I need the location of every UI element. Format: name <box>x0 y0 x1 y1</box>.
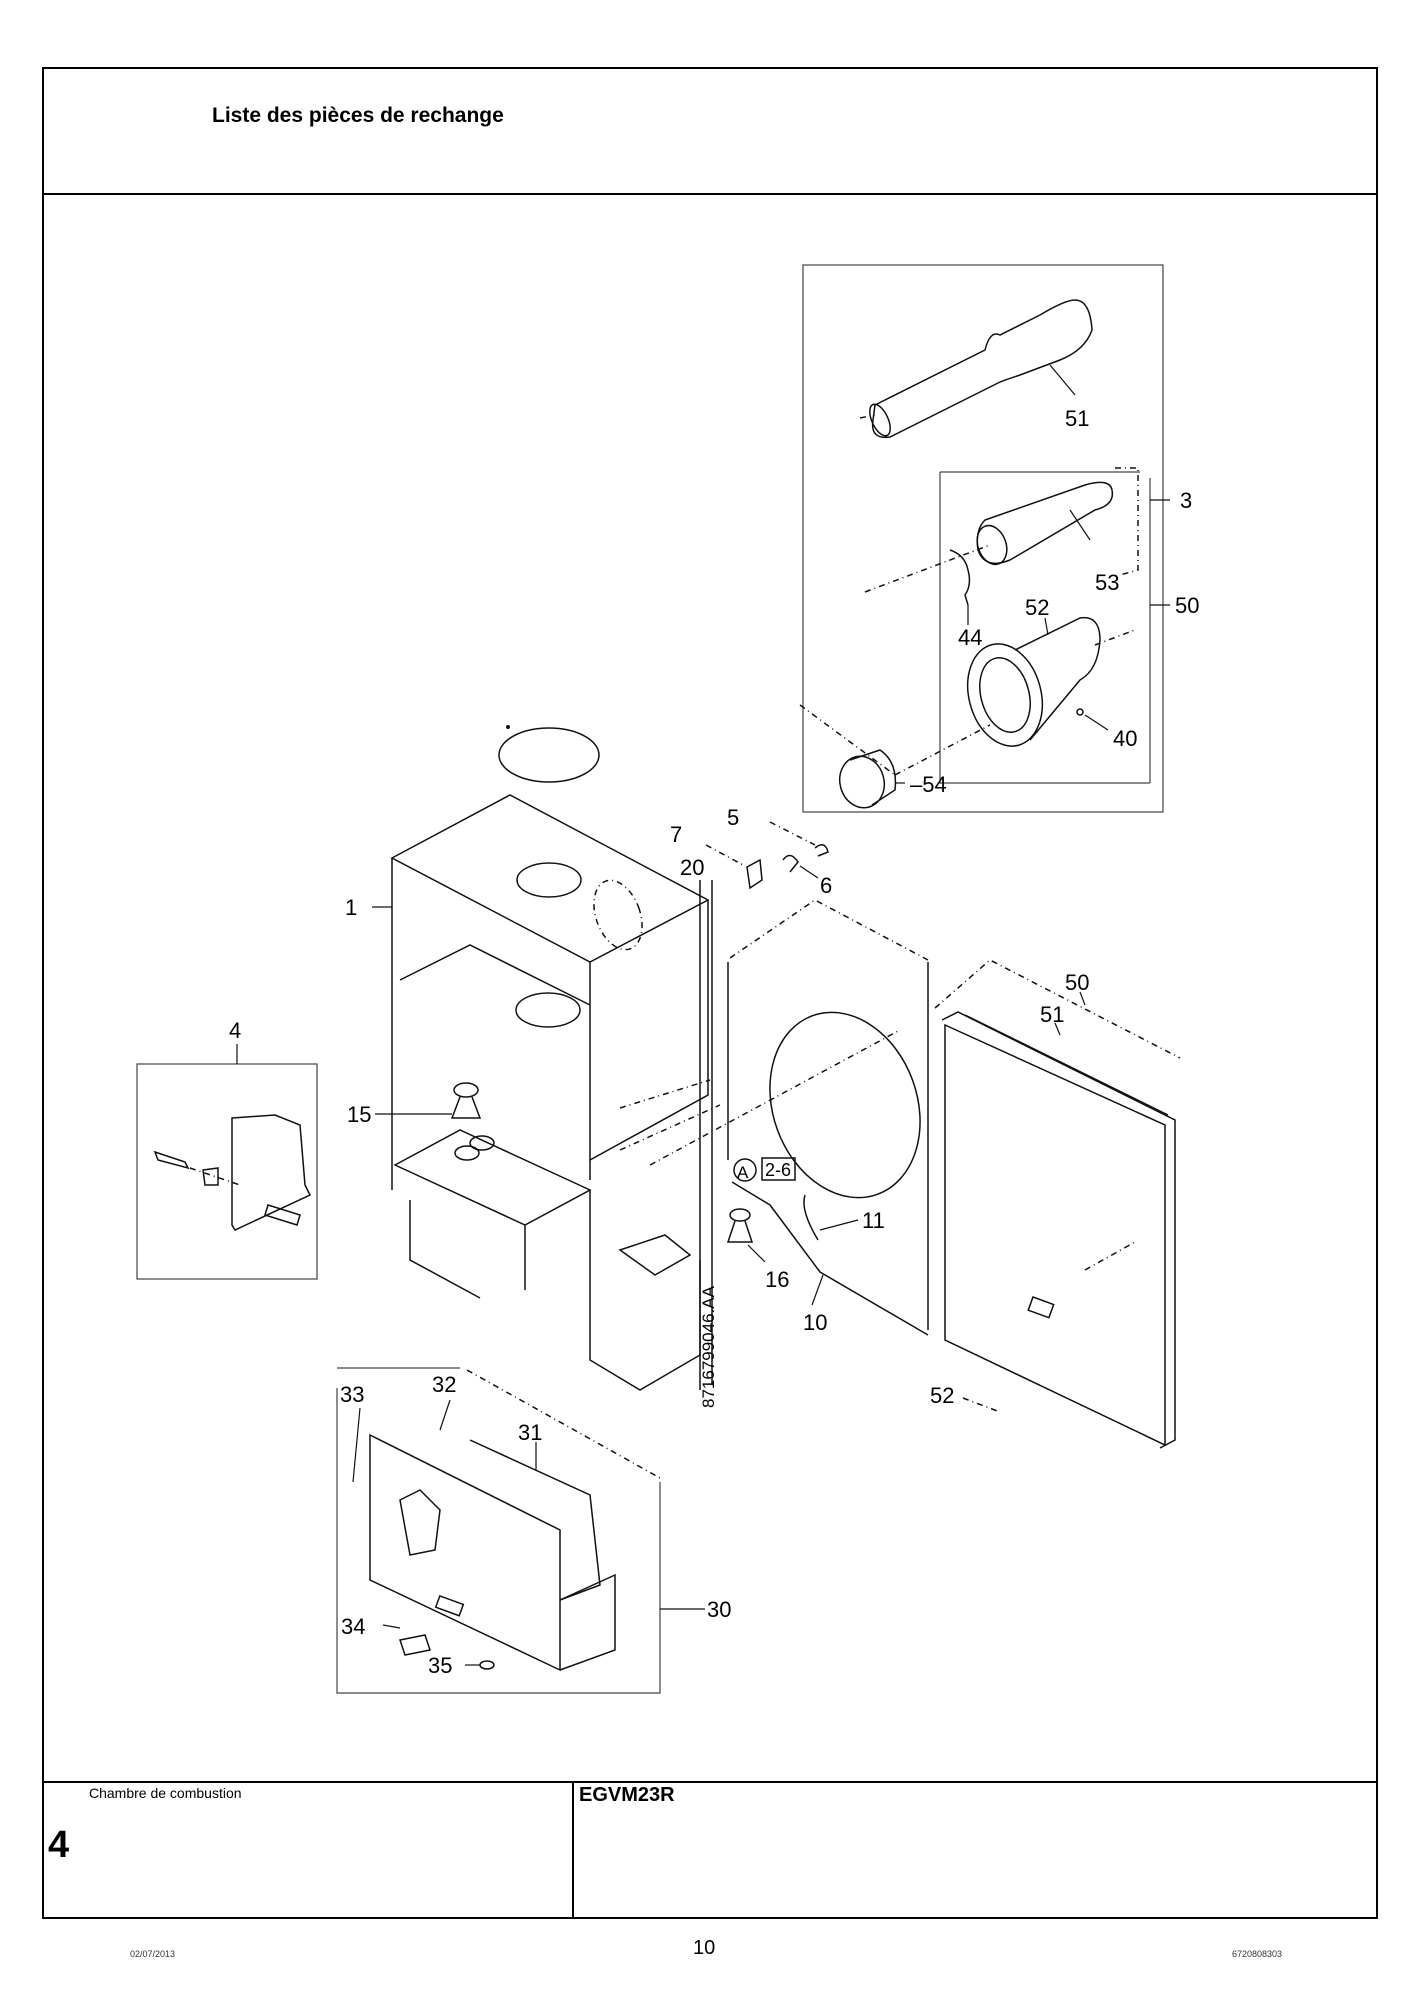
chamber-body-part <box>390 794 721 1391</box>
page-frame <box>42 67 1378 1919</box>
front-panel-10-part <box>649 899 929 1336</box>
label-32: 32 <box>432 1372 456 1397</box>
grommet-15-part <box>450 1082 482 1119</box>
label-50-right: 50 <box>1175 593 1199 618</box>
page-title: Liste des pièces de rechange <box>212 104 504 127</box>
section-name: Chambre de combustion <box>89 1785 242 1801</box>
flange-tube-part <box>966 616 1101 747</box>
label-40: 40 <box>1113 726 1137 751</box>
reference-callout: A 2-6 <box>733 1157 796 1182</box>
cover-panel-part <box>934 959 1181 1449</box>
label-51: 51 <box>1065 406 1089 431</box>
clip-part <box>949 549 971 606</box>
label-54: –54 <box>910 772 947 797</box>
label-30: 30 <box>707 1597 731 1622</box>
document-code: 6720808303 <box>1232 1949 1283 1959</box>
burner-assembly-frame <box>336 1388 661 1694</box>
label-3: 3 <box>1180 488 1192 513</box>
flue-assembly-group: 51 3 50 53 44 52 40 <box>799 264 1199 813</box>
flue-tube-part <box>859 299 1093 439</box>
footer-column-divider <box>572 1781 574 1919</box>
electrode-assembly-frame <box>136 1063 318 1280</box>
label-1: 1 <box>345 895 357 920</box>
section-number: 4 <box>48 1824 70 1866</box>
print-date: 02/07/2013 <box>130 1949 176 1959</box>
label-7: 7 <box>670 822 682 847</box>
end-cap-part <box>838 749 897 809</box>
callout-letter: A <box>737 1163 749 1182</box>
label-31: 31 <box>518 1420 542 1445</box>
label-5: 5 <box>727 805 739 830</box>
label-15: 15 <box>347 1102 371 1127</box>
header-divider <box>42 193 1378 195</box>
top-cover-disk-part <box>498 725 600 783</box>
label-34: 34 <box>341 1614 365 1639</box>
label-6: 6 <box>820 873 832 898</box>
label-52-bottom: 52 <box>930 1383 954 1408</box>
page-number: 10 <box>693 1937 716 1959</box>
label-50-top: 50 <box>1065 970 1089 995</box>
label-16: 16 <box>765 1267 789 1292</box>
label-33: 33 <box>340 1382 364 1407</box>
label-11: 11 <box>862 1208 885 1233</box>
footer-divider <box>42 1781 1378 1783</box>
label-52-top: 52 <box>1025 595 1049 620</box>
label-35: 35 <box>428 1653 452 1678</box>
grommet-16-part <box>726 1208 754 1243</box>
callout-range: 2-6 <box>765 1160 791 1180</box>
label-10: 10 <box>803 1310 827 1335</box>
model-name: EGVM23R <box>579 1784 675 1806</box>
inner-assembly-frame <box>939 471 1151 784</box>
bracket-parts <box>705 821 829 890</box>
label-44: 44 <box>958 625 982 650</box>
burner-assembly-group <box>336 1367 705 1694</box>
label-4: 4 <box>229 1018 241 1043</box>
label-20: 20 <box>680 855 704 880</box>
leader-51 <box>1049 364 1076 396</box>
electrode-assembly-group <box>136 1044 318 1280</box>
inner-tube-part <box>976 481 1114 566</box>
label-51-right: 51 <box>1040 1002 1064 1027</box>
flue-assembly-frame <box>802 264 1164 813</box>
drawing-reference: 8716799046.AA <box>699 1285 718 1408</box>
label-53: 53 <box>1095 570 1119 595</box>
